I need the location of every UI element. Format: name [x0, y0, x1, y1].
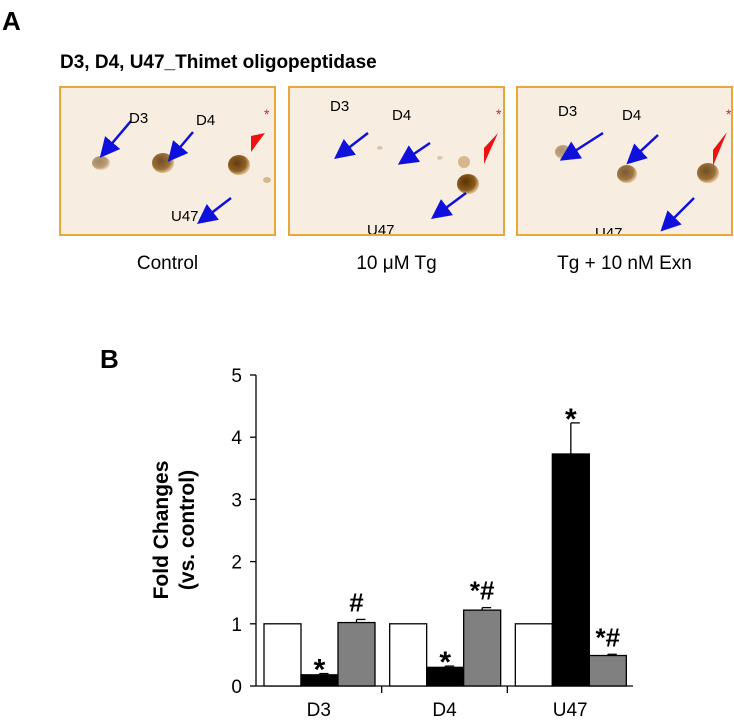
- y-tick-label: 4: [231, 428, 242, 449]
- panel-a-letter: A: [2, 6, 21, 36]
- y-tick-label: 2: [231, 553, 242, 574]
- red-arrowhead-icon: [713, 132, 727, 166]
- arrow-d4: [397, 141, 431, 165]
- y-tick-label: 0: [231, 677, 242, 698]
- significance-marker: *#: [470, 576, 495, 606]
- protein-spot-faint: [458, 156, 470, 168]
- protein-spot-faint: [263, 177, 271, 183]
- y-tick-label: 3: [231, 490, 242, 511]
- gel-label-d4: D4: [196, 112, 215, 129]
- significance-marker: #: [349, 587, 364, 617]
- protein-spot-d3: [377, 146, 383, 150]
- protein-spot-d4: [617, 165, 637, 183]
- significance-marker: *#: [596, 622, 621, 652]
- gel-label-u47: U47: [171, 208, 199, 225]
- bar: [389, 623, 428, 687]
- x-tick-label: D3: [307, 700, 331, 721]
- bar: [463, 609, 502, 687]
- gel-label-d3: D3: [330, 98, 349, 115]
- y-axis-label-line: Fold Changes: [150, 461, 173, 600]
- x-tick-label: D4: [432, 700, 457, 721]
- red-arrowhead-icon: [484, 133, 498, 164]
- gel-label-d4: D4: [622, 107, 641, 124]
- x-tick-label: U47: [553, 700, 588, 721]
- gel-caption-control: Control: [136, 253, 199, 274]
- y-tick-label: 1: [231, 615, 242, 636]
- panel-b-letter: B: [100, 344, 119, 374]
- y-tick-label: 5: [231, 366, 242, 387]
- gel-label-d4: D4: [392, 107, 411, 124]
- y-axis-label: Fold Changes(vs. control): [150, 461, 199, 600]
- arrow-u47: [430, 191, 467, 219]
- protein-spot-u47: [228, 155, 250, 175]
- significance-marker: *: [565, 403, 577, 436]
- gel-label-d3: D3: [129, 110, 148, 127]
- bar: [514, 623, 553, 687]
- arrow-u47: [197, 197, 232, 225]
- significance-marker: *: [439, 646, 451, 679]
- gel-marker-asterisk: *: [264, 106, 270, 122]
- protein-spot-d3: [92, 156, 110, 170]
- bar: [551, 453, 590, 687]
- significance-marker: *: [314, 654, 326, 687]
- blot-title: D3, D4, U47_Thimet oligopeptidase: [60, 52, 377, 73]
- gel-label-u47: U47: [595, 225, 623, 234]
- arrow-u47: [660, 197, 695, 232]
- arrow-d3: [334, 132, 369, 160]
- gel-caption-tg: 10 μM Tg: [356, 253, 437, 274]
- red-arrowhead-icon: [251, 133, 265, 152]
- arrow-d4: [626, 134, 659, 165]
- bar: [588, 654, 627, 687]
- gel-marker-asterisk: *: [726, 106, 731, 122]
- gel-label-d3: D3: [558, 103, 577, 120]
- y-axis-label-line: (vs. control): [176, 470, 199, 590]
- arrow-d4: [167, 131, 194, 162]
- protein-spot-u47: [697, 163, 719, 183]
- protein-spot-u47: [457, 174, 479, 194]
- gel-background: [518, 88, 731, 234]
- arrow-d3: [99, 120, 132, 158]
- gel-caption-tg-exn: Tg + 10 nM Exn: [557, 253, 692, 274]
- bar: [337, 621, 376, 687]
- bar: [263, 623, 302, 687]
- gel-label-u47: U47: [367, 222, 395, 234]
- arrow-d3: [559, 131, 604, 161]
- gel-marker-asterisk: *: [496, 106, 502, 122]
- protein-spot-d4: [437, 156, 443, 160]
